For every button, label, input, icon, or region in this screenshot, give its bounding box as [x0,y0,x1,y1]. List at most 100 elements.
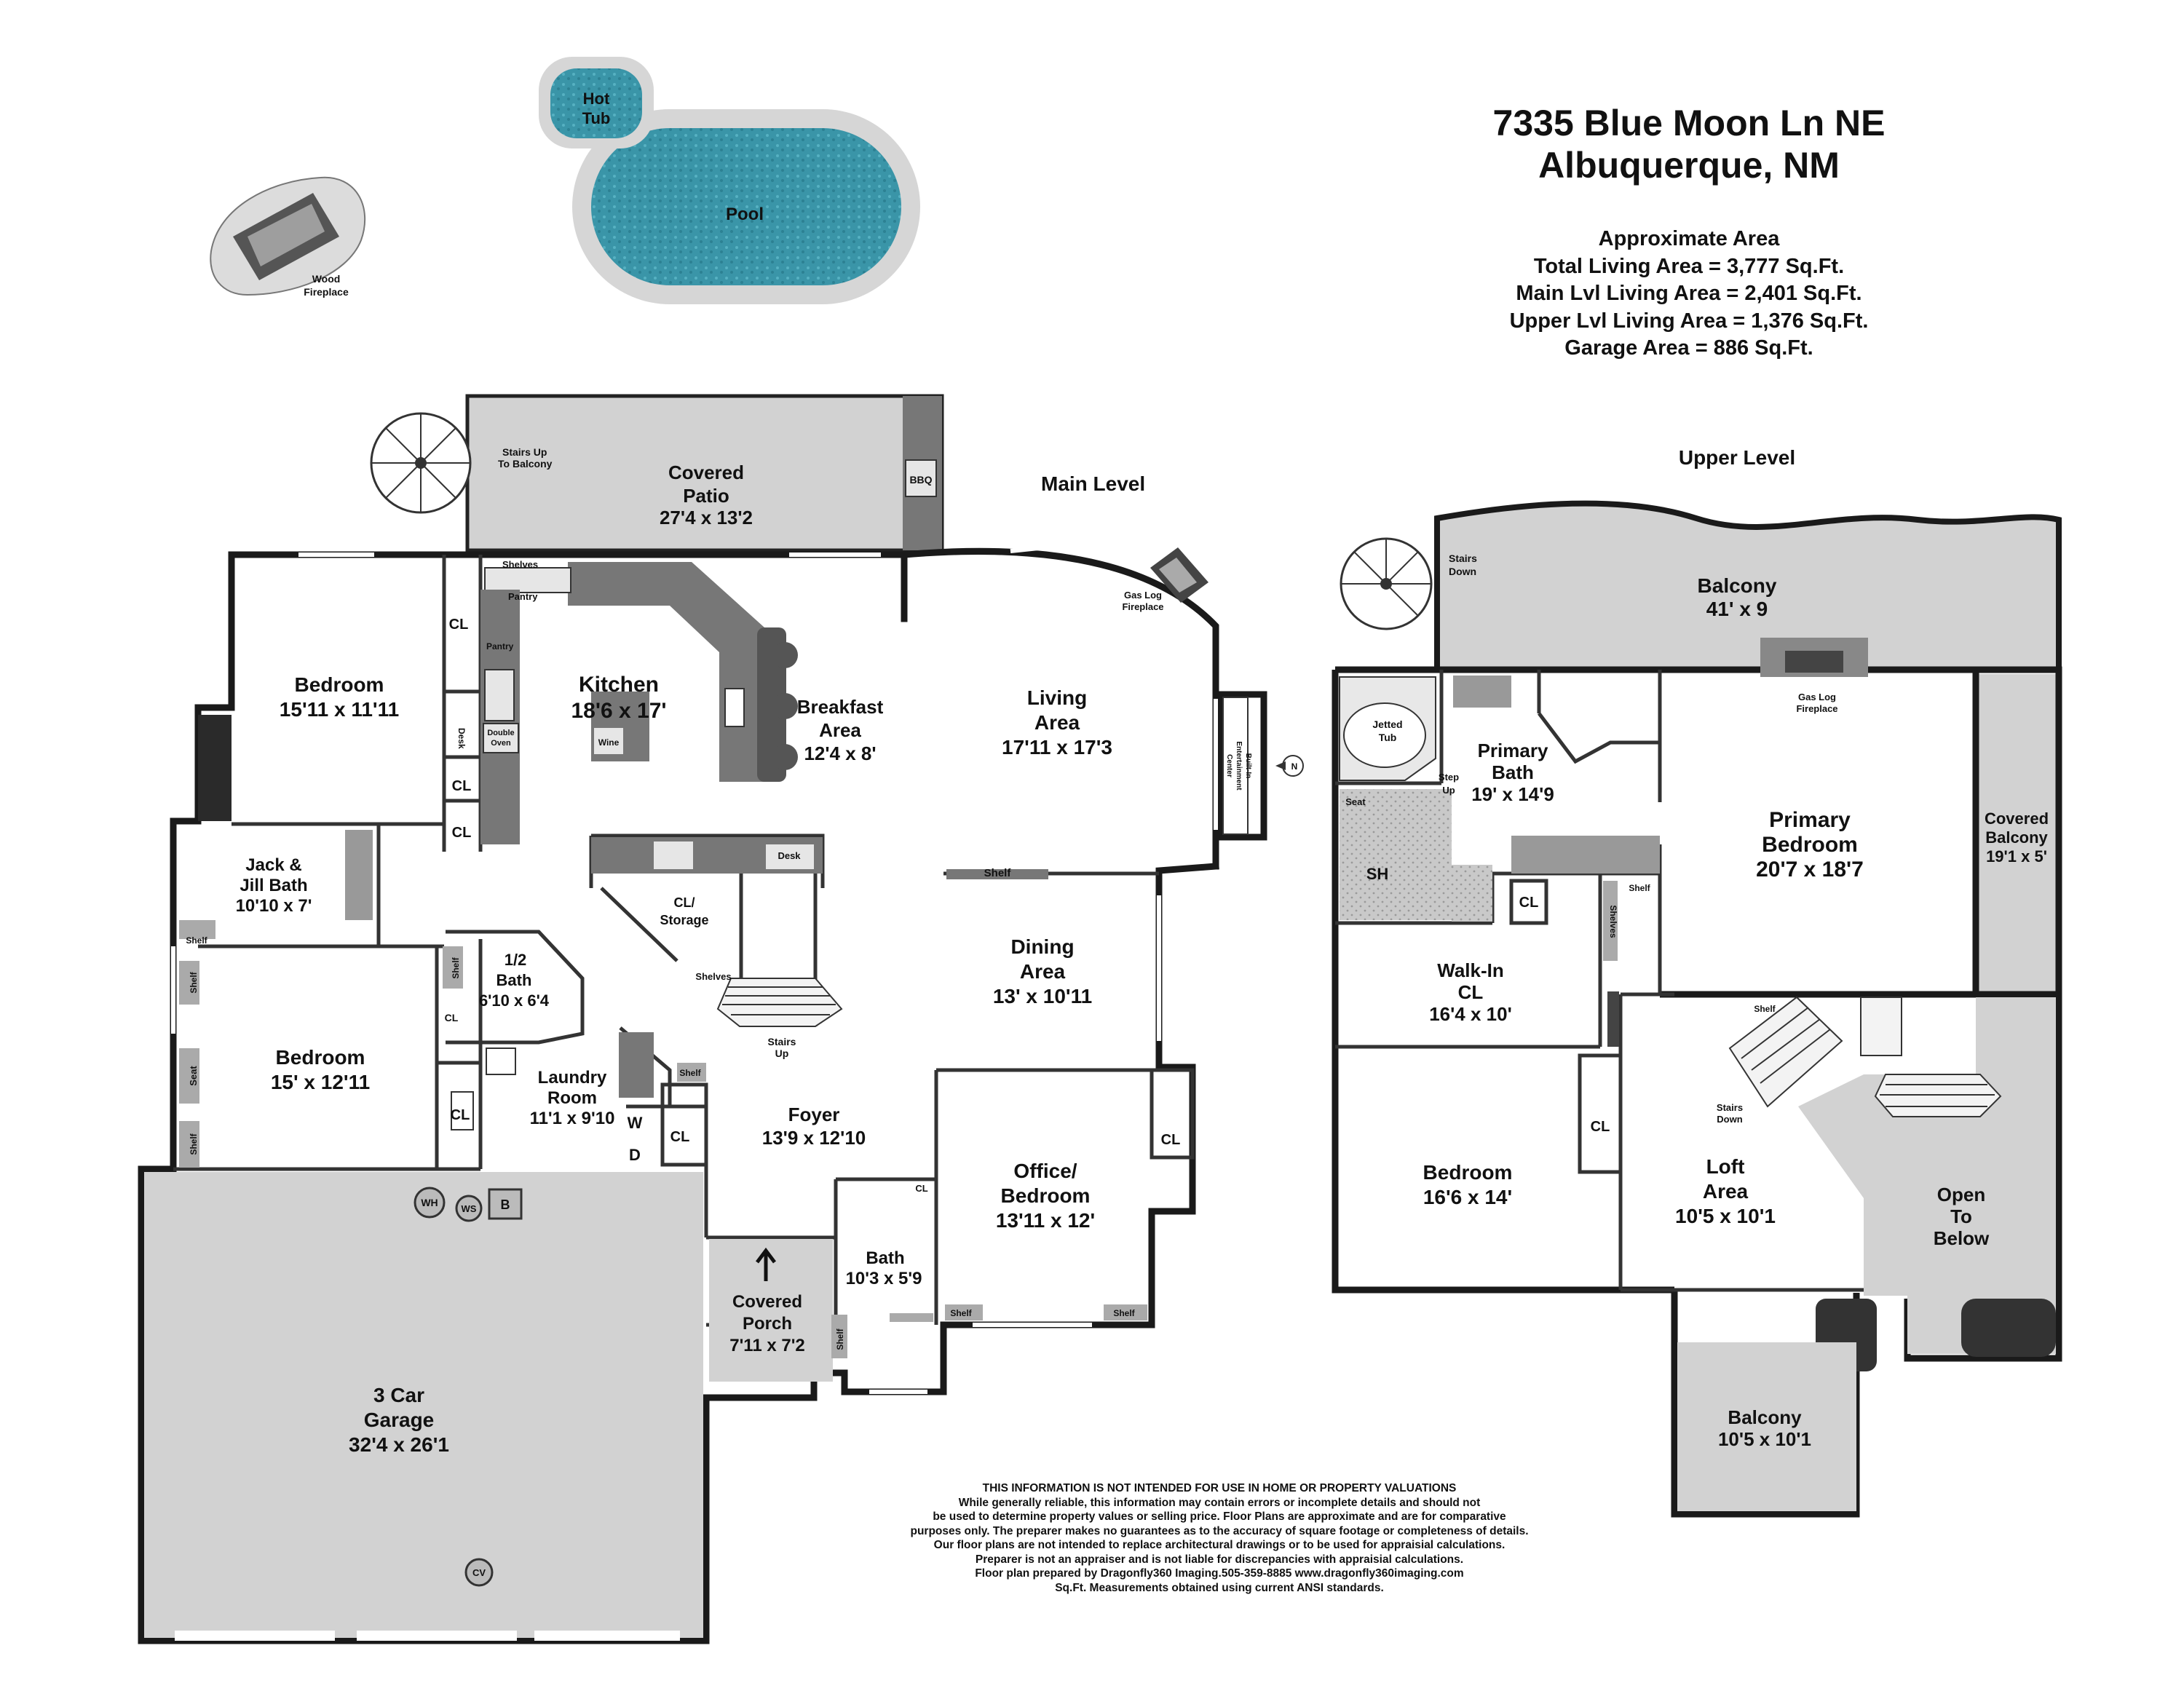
cl-7: CL [915,1183,927,1194]
disclaimer: THIS INFORMATION IS NOT INTENDED FOR USE… [837,1481,1602,1595]
balcony-top [1434,500,2062,673]
cl-8: CL [1161,1132,1181,1148]
foyer-stairs [716,978,843,1027]
wood-fireplace [210,176,366,296]
pantry-small-label: Pantry [486,641,514,652]
area-total: Total Living Area = 3,777 Sq.Ft. [1533,254,1845,278]
washer-label: W [628,1114,643,1132]
disclaimer-line: purposes only. The preparer makes no gua… [910,1524,1529,1537]
desk-label-stairs: Desk [778,850,801,861]
entry-arrow-icon [756,1247,776,1281]
shelves-stairs-label: Shelves [695,971,731,982]
cl-4: CL [445,1012,459,1023]
shelf-left-2: Shelf [189,1133,199,1155]
address-line2: Albuquerque, NM [1538,145,1840,186]
pool-label: Pool [726,205,764,224]
wh-label: WH [421,1197,438,1208]
shelf-left-1: Shelf [189,971,199,993]
kitchen-counters [480,562,1048,879]
shelf-bath: Shelf [835,1328,845,1350]
shelf-office-2: Shelf [1113,1308,1135,1318]
cv-label: CV [472,1567,486,1578]
pool [591,128,901,285]
water-heater [414,1187,446,1219]
area-upper: Upper Lvl Living Area = 1,376 Sq.Ft. [1509,309,1869,333]
covered-porch [709,1239,833,1382]
wall-block [198,715,232,821]
hot-tub [550,68,642,138]
cl-upper-1: CL [1519,895,1539,911]
garage-floor [144,1172,703,1638]
shelves-upper-label: Shelves [1608,905,1618,938]
upper-stairs [1728,996,2002,1117]
upper-level [1332,500,2062,1518]
b-label: B [501,1197,510,1212]
covered-balcony [1976,674,2059,994]
cl-storage-label: CL/Storage [660,895,708,927]
north-label: N [1291,761,1298,772]
cv-valve [464,1558,494,1587]
bbq [905,459,937,497]
address-block: 7335 Blue Moon Ln NE Albuquerque, NM [1398,102,1980,186]
pantry-label: Pantry [508,591,538,602]
ws-label: WS [462,1203,477,1214]
entertainment-center [1222,697,1249,835]
cl-2: CL [452,778,472,794]
wine-label: Wine [598,737,620,748]
compass [1275,755,1304,777]
shelf-office-1: Shelf [950,1308,972,1318]
shelves-label: Shelves [502,559,538,570]
bbq-label: BBQ [909,474,932,486]
upper-interior-walls [1335,670,1864,1292]
cl-5: CL [451,1107,470,1123]
upper-level-label: Upper Level [1679,446,1795,469]
disclaimer-line: THIS INFORMATION IS NOT INTENDED FOR USE… [982,1482,1457,1494]
bath-vanity [1511,836,1660,874]
balcony-bottom [1677,1342,1856,1511]
desk-label-kitchen: Desk [456,728,467,749]
dryer-label: D [629,1146,641,1164]
water-softener [455,1195,483,1222]
shelf-laundry: Shelf [679,1068,701,1078]
disclaimer-line: Sq.Ft. Measurements obtained using curre… [1055,1581,1384,1594]
shelf-upper-2: Shelf [1754,1004,1776,1014]
main-level-label: Main Level [1041,472,1145,495]
area-garage: Garage Area = 886 Sq.Ft. [1564,336,1813,360]
entertainment-label: Built-InEntertainmentCenter [1225,741,1252,791]
shelf-living-label: Shelf [984,867,1012,879]
disclaimer-line: be used to determine property values or … [933,1510,1506,1523]
area-heading: Approximate Area [1598,227,1780,250]
main-windows [171,542,1218,1394]
